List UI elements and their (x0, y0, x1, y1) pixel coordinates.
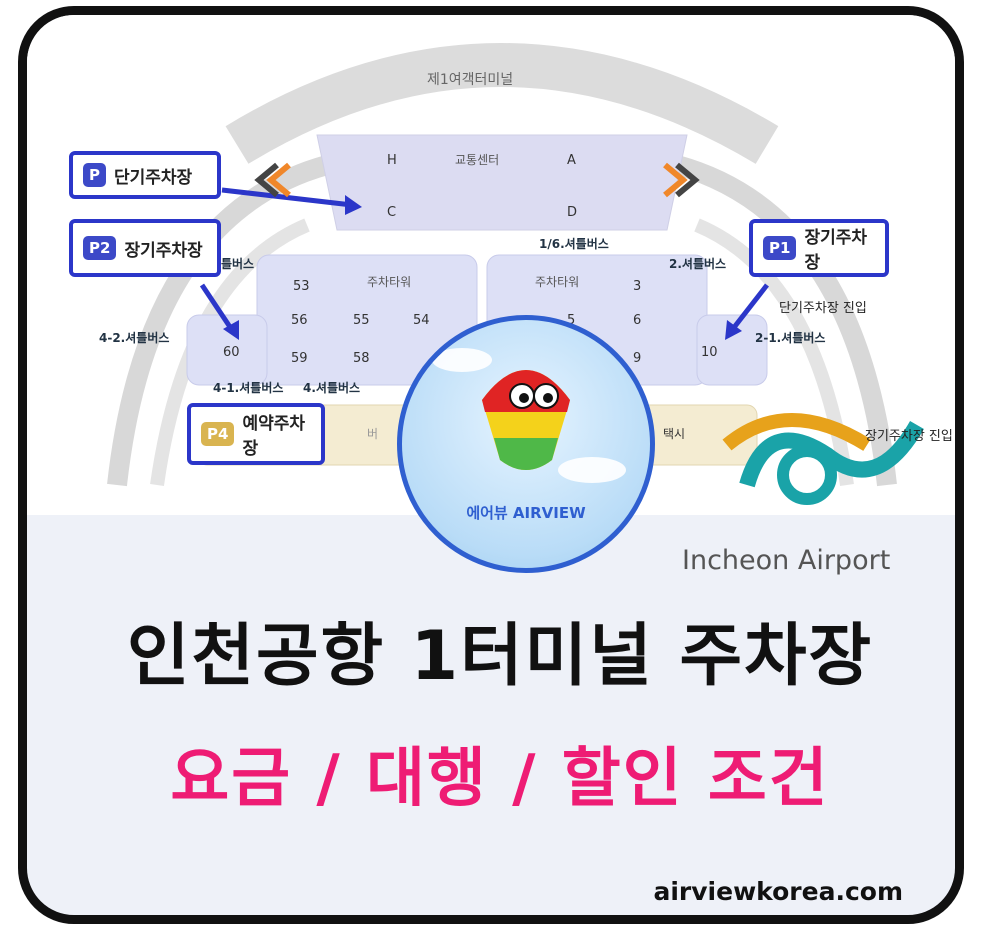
cell-3: 3 (633, 279, 642, 294)
parking-tower-right: 주차타워 (535, 275, 580, 289)
bus-stop-1-6: 1/6.셔틀버스 (539, 237, 609, 251)
entry-long-term: 장기주차장 진입 (865, 429, 953, 444)
parking-block-far-left (186, 314, 268, 386)
cell-10: 10 (701, 345, 718, 360)
tag-label: 예약주차장 (242, 414, 305, 459)
airview-logo-text: 에어뷰 AIRVIEW (466, 504, 586, 522)
taxi-partial: 택시 (663, 427, 686, 441)
transport-center-label: 교통센터 (455, 153, 500, 167)
cell-54: 54 (413, 313, 430, 328)
parking-block-far-right (696, 314, 768, 386)
bus-stop-4: 4.셔틀버스 (303, 381, 361, 395)
arrow-short (221, 187, 353, 208)
tag-badge: P1 (763, 236, 797, 260)
cell-55: 55 (353, 313, 370, 328)
entry-short-term: 단기주차장 진입 (779, 301, 867, 316)
title-line-1: 인천공항 1터미널 주차장 (126, 617, 874, 696)
cell-60: 60 (223, 345, 240, 360)
chevron-right (663, 162, 688, 198)
zone-d: D (567, 205, 578, 220)
terminal-arc (225, 43, 779, 164)
ia-logo-gold (722, 413, 871, 451)
bus-stop-4-1: 4-1.셔틀버스 (213, 381, 284, 395)
tag-badge: P4 (201, 422, 235, 446)
tag-short-term-parking: P 단기주차장 (69, 151, 221, 199)
tag-label: 단기주차장 (114, 167, 193, 188)
cell-6: 6 (633, 313, 642, 328)
p4-strip-partial: 버 (367, 427, 379, 441)
incheon-airport-brand: Incheon Airport (682, 545, 891, 576)
parking-tower-left: 주차타워 (367, 275, 412, 289)
arrow-p1 (730, 283, 769, 332)
site-url: airviewkorea.com (653, 877, 903, 906)
tag-label: 장기주차장 (804, 228, 867, 273)
cell-56: 56 (291, 313, 308, 328)
cell-58: 58 (353, 351, 370, 366)
cell-5: 5 (567, 313, 576, 328)
bus-stop-2-1: 2-1.셔틀버스 (755, 331, 826, 345)
chevron-left (254, 162, 279, 198)
cell-9: 9 (633, 351, 642, 366)
tag-label: 장기주차장 (124, 240, 203, 261)
bus-stop-4-2: 4-2.셔틀버스 (99, 331, 170, 345)
arrow-p2 (199, 283, 235, 332)
thumbnail-frame: 제1여객터미널 교통센터 H A C D 주차타워 주차타워 53 56 55 … (18, 6, 964, 924)
cell-53: 53 (293, 279, 310, 294)
tag-badge: P2 (83, 236, 117, 260)
title-line-2: 요금 / 대행 / 할인 조건 (170, 742, 830, 816)
tag-badge: P (83, 163, 106, 187)
zone-h: H (387, 153, 397, 168)
bus-stop-2: 2.셔틀버스 (669, 257, 727, 271)
zone-a: A (567, 153, 576, 168)
zone-c: C (387, 205, 397, 220)
balloon-mascot-icon (432, 348, 626, 483)
terminal-label: 제1여객터미널 (427, 72, 514, 88)
tag-p2-long-term-parking: P2 장기주차장 (69, 219, 221, 277)
airview-logo: 에어뷰 AIRVIEW (397, 315, 655, 573)
cell-59: 59 (291, 351, 308, 366)
tag-p4-reserved-parking: P4 예약주차장 (187, 403, 325, 465)
transport-center-area (316, 134, 688, 231)
tag-p1-long-term-parking: P1 장기주차장 (749, 219, 889, 277)
